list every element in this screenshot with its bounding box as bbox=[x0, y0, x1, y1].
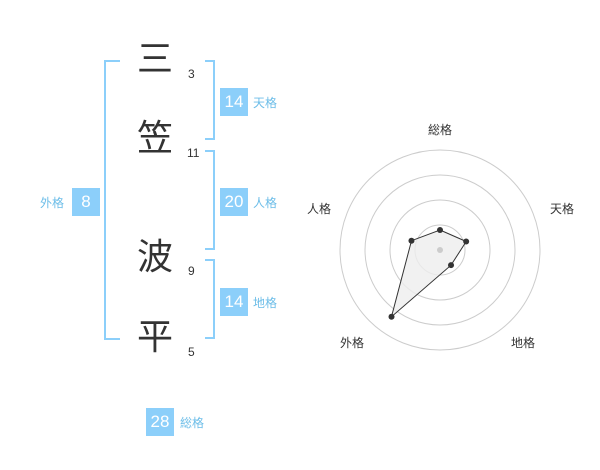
jinkaku-bracket bbox=[205, 150, 215, 250]
name-char-1: 三 bbox=[136, 39, 173, 80]
stroke-count-1: 3 bbox=[188, 67, 195, 81]
radar-label-lower-left: 外格 bbox=[340, 336, 365, 350]
stroke-count-3: 9 bbox=[188, 264, 195, 278]
jinkaku-badge: 20 bbox=[220, 188, 248, 216]
chikaku-label: 地格 bbox=[253, 296, 278, 310]
radar-label-upper-right: 天格 bbox=[550, 202, 575, 216]
radar-ring-4 bbox=[339, 149, 541, 351]
radar-point-3 bbox=[448, 262, 455, 269]
radar-point-2 bbox=[463, 238, 470, 245]
radar-label-upper-left: 人格 bbox=[307, 202, 332, 216]
jinkaku-label: 人格 bbox=[253, 196, 278, 210]
chikaku-badge: 14 bbox=[220, 288, 248, 316]
tenkaku-badge: 14 bbox=[220, 88, 248, 116]
gaikaku-label: 外格 bbox=[40, 196, 65, 210]
chikaku-bracket bbox=[205, 259, 215, 339]
radar-point-1 bbox=[437, 227, 443, 233]
stroke-count-2: 11 bbox=[187, 146, 200, 160]
tenkaku-bracket bbox=[205, 60, 215, 140]
soukaku-badge: 28 bbox=[146, 408, 174, 436]
stroke-count-4: 5 bbox=[188, 345, 195, 359]
radar-point-5 bbox=[408, 237, 415, 244]
tenkaku-label: 天格 bbox=[253, 96, 278, 110]
radar-point-4 bbox=[388, 313, 395, 320]
radar-rings bbox=[339, 149, 541, 351]
radar-ring-3 bbox=[364, 174, 516, 326]
name-char-2: 笠 bbox=[136, 118, 173, 159]
radar-label-lower-right: 地格 bbox=[511, 336, 536, 350]
gaikaku-bracket bbox=[104, 60, 120, 340]
name-char-3: 波 bbox=[136, 237, 173, 278]
radar-center bbox=[437, 247, 443, 253]
radar-ring-2 bbox=[389, 199, 491, 301]
name-char-4: 平 bbox=[136, 317, 173, 358]
soukaku-label: 総格 bbox=[180, 416, 205, 430]
gaikaku-badge: 8 bbox=[72, 188, 100, 216]
radar-polygon bbox=[390, 229, 467, 319]
radar-points bbox=[388, 227, 470, 320]
radar-label-top: 総格 bbox=[428, 123, 453, 137]
